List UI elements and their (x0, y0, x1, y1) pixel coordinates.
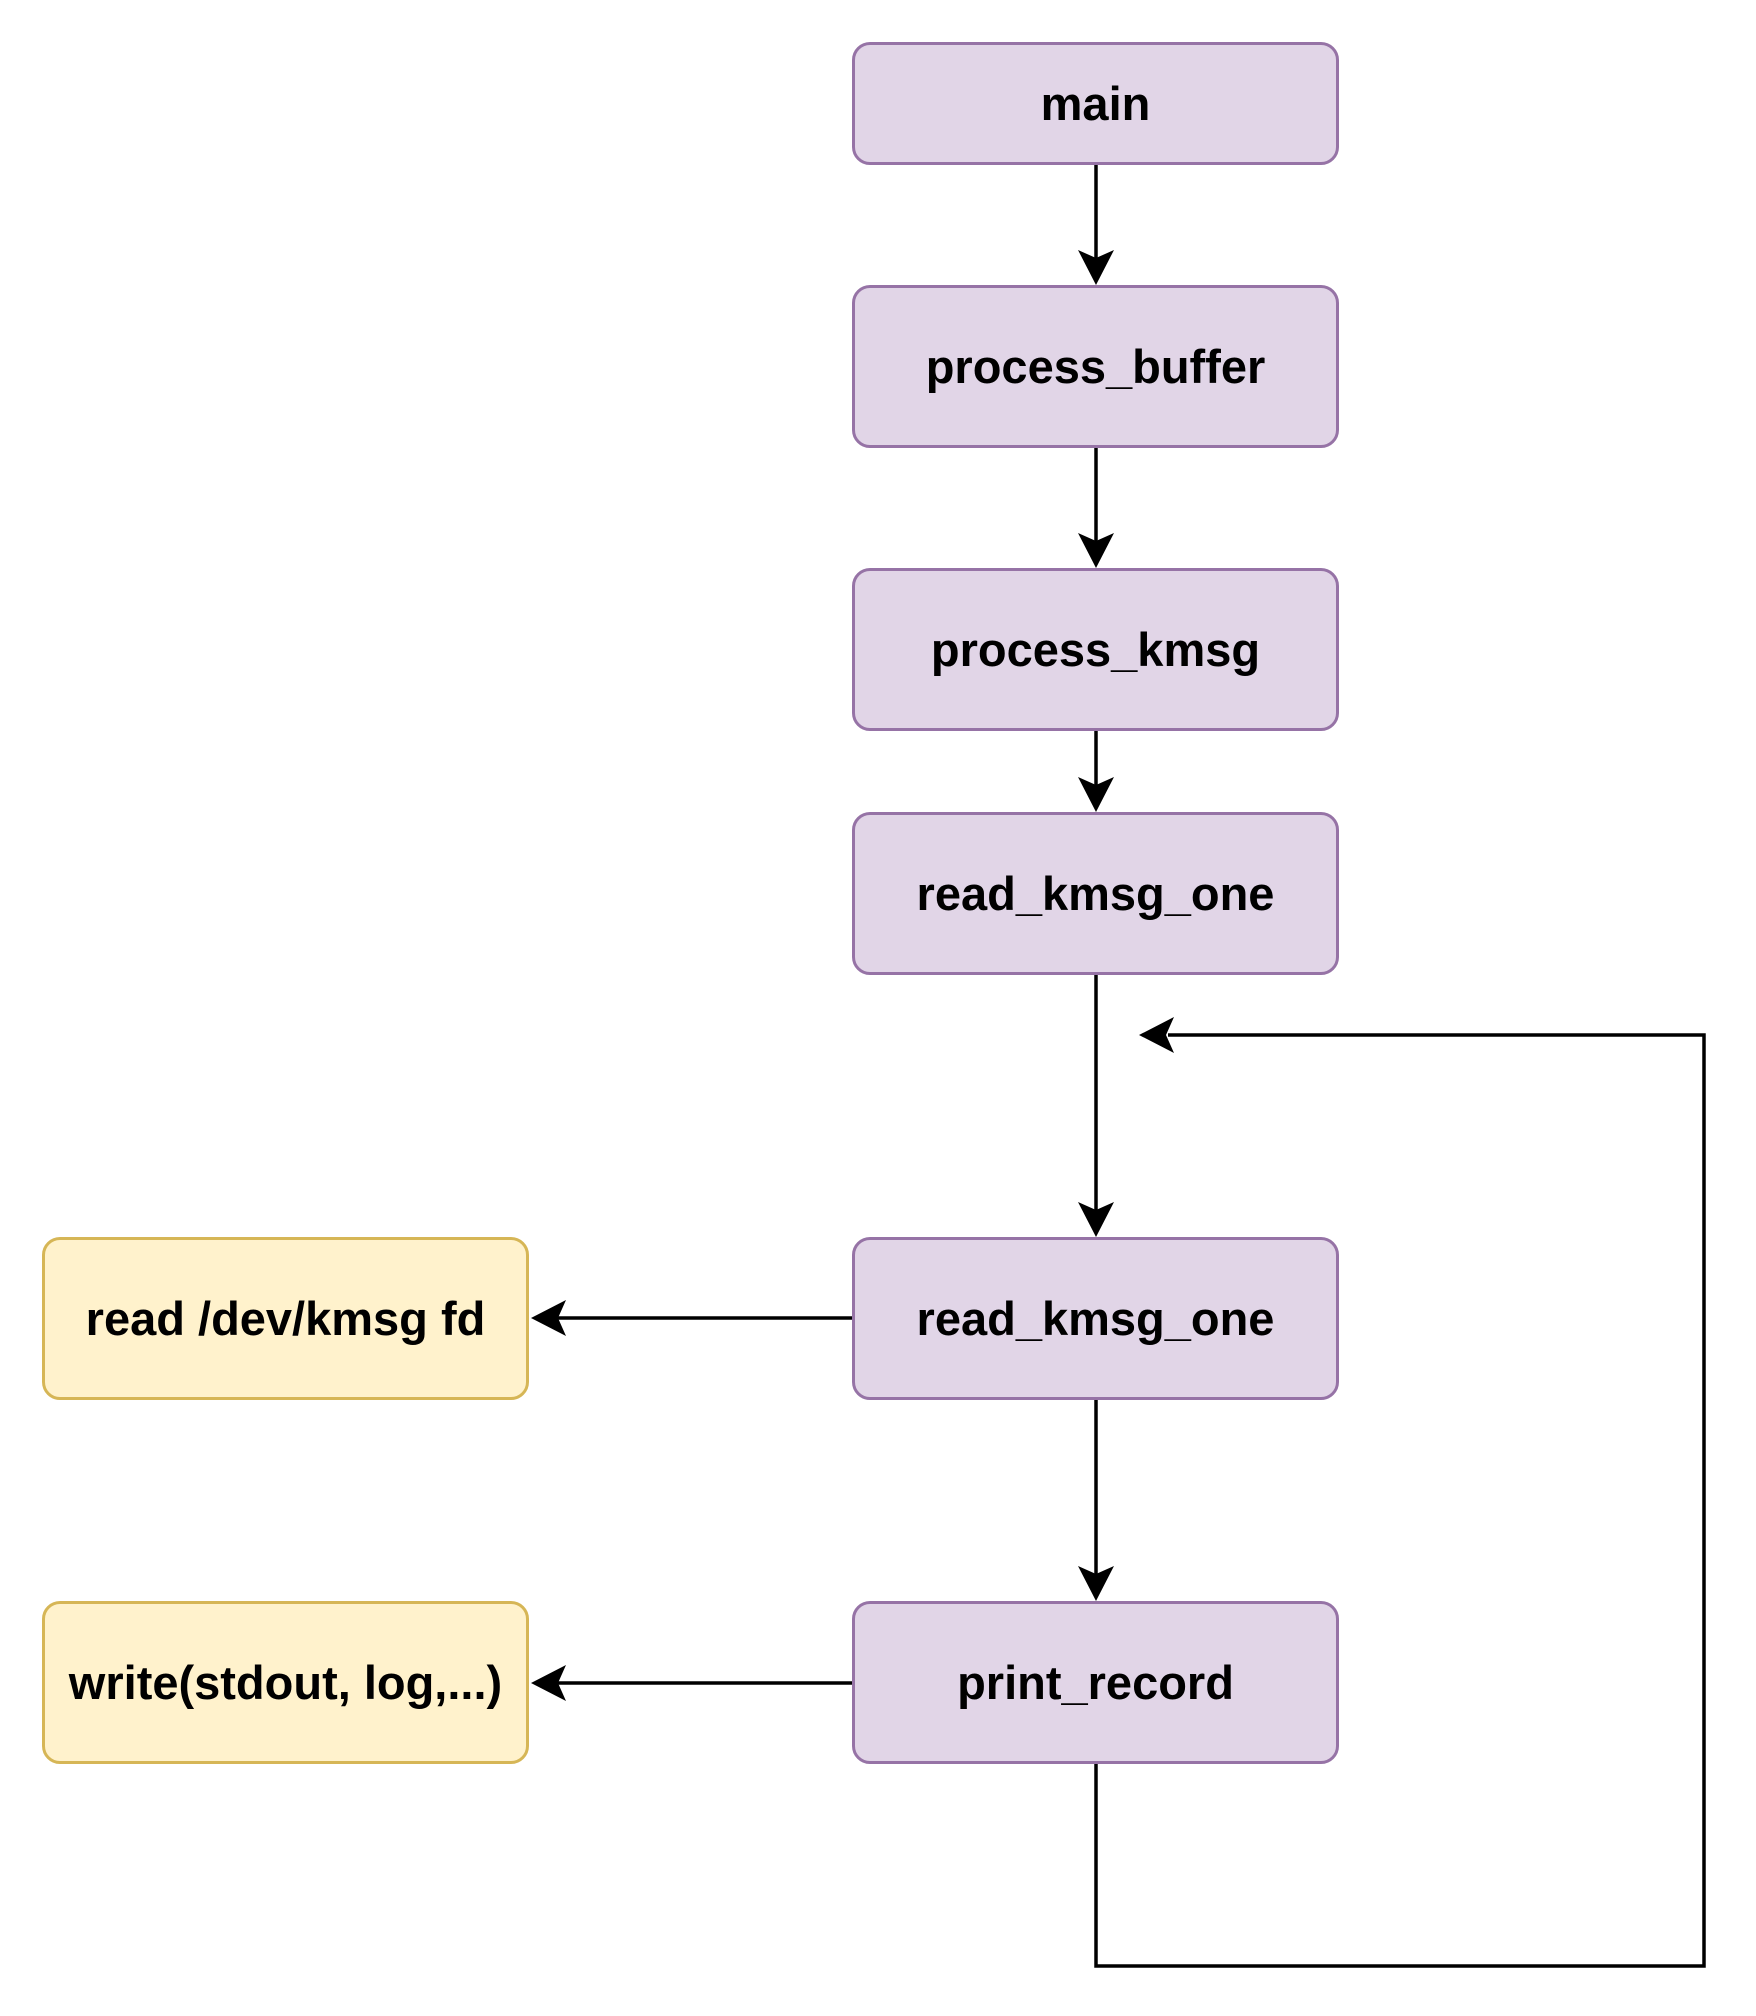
node-main-label: main (1040, 77, 1151, 130)
arrowhead-left-read-devkmsg (531, 1300, 566, 1336)
node-write-stdout: write(stdout, log,...) (42, 1601, 529, 1764)
edge-loop-back (1094, 1033, 1706, 1968)
arrowhead-left-write-stdout (531, 1665, 566, 1701)
arrowhead-down-read-kmsg-one-2 (1078, 1202, 1114, 1237)
node-read-kmsg-one-first: read_kmsg_one (852, 812, 1339, 975)
node-process-buffer-label: process_buffer (925, 340, 1266, 393)
arrowhead-down-read-kmsg-one-1 (1078, 777, 1114, 812)
node-read-kmsg-one-second-label: read_kmsg_one (916, 1292, 1275, 1345)
node-process-kmsg-label: process_kmsg (930, 623, 1261, 676)
node-write-stdout-label: write(stdout, log,...) (68, 1656, 503, 1709)
node-read-kmsg-one-second: read_kmsg_one (852, 1237, 1339, 1400)
node-print-record: print_record (852, 1601, 1339, 1764)
arrowhead-down-print-record (1078, 1566, 1114, 1601)
node-print-record-label: print_record (957, 1656, 1234, 1709)
node-read-devkmsg-fd: read /dev/kmsg fd (42, 1237, 529, 1400)
arrowhead-down-process-buffer (1078, 250, 1114, 285)
node-process-buffer: process_buffer (852, 285, 1339, 448)
arrowhead-left-loop-back (1139, 1017, 1174, 1053)
node-main: main (852, 42, 1339, 165)
node-read-devkmsg-fd-label: read /dev/kmsg fd (85, 1292, 486, 1345)
arrowhead-down-process-kmsg (1078, 533, 1114, 568)
node-process-kmsg: process_kmsg (852, 568, 1339, 731)
node-read-kmsg-one-first-label: read_kmsg_one (916, 867, 1275, 920)
